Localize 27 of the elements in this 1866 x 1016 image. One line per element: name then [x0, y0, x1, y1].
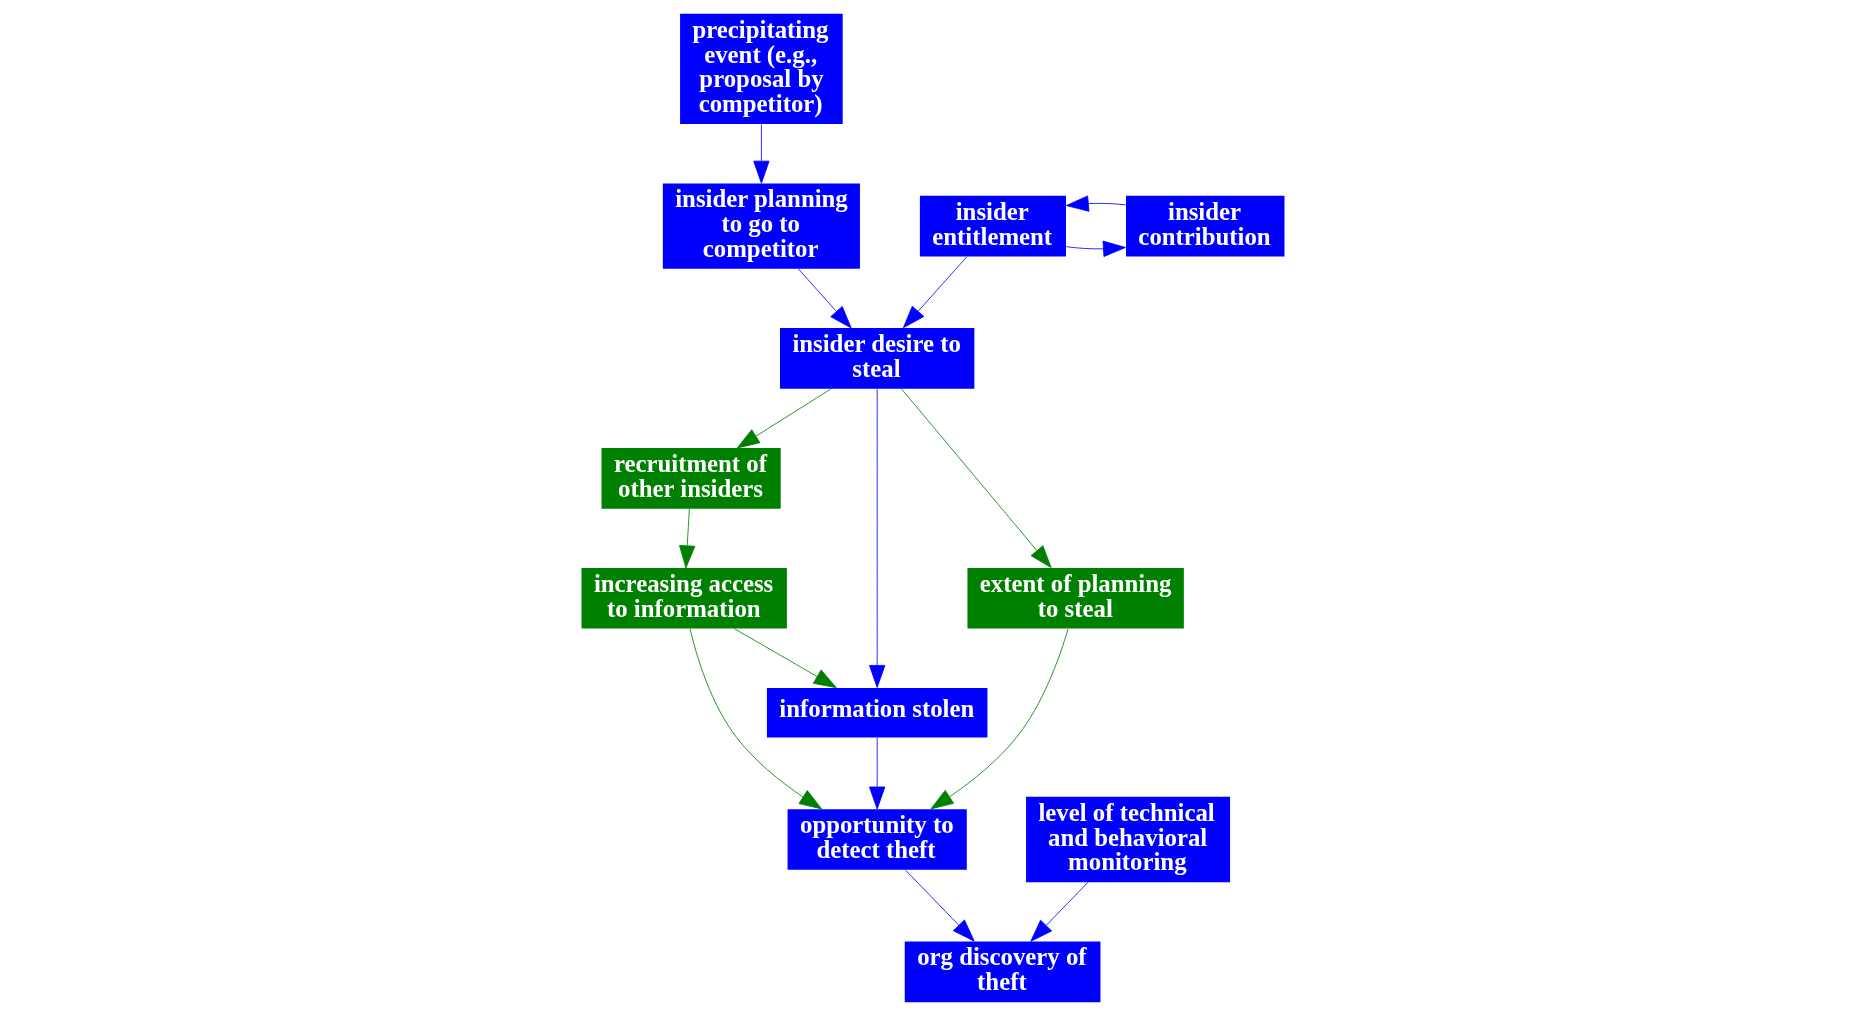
node-box: increasing access to information [581, 567, 787, 629]
node-box: insider planning to go to competitor [662, 183, 860, 269]
arrow [930, 628, 1069, 810]
node-box: insider entitlement [919, 195, 1066, 257]
arrow [869, 737, 886, 810]
arrow [869, 388, 886, 688]
arrow [1065, 240, 1126, 257]
node-box: opportunity to detect theft [787, 809, 967, 870]
arrow [1030, 881, 1089, 942]
arrow [736, 388, 832, 449]
node-box: extent of planning to steal [967, 567, 1184, 629]
arrow [679, 508, 696, 569]
arrow [902, 256, 968, 329]
node-box: precipitating event (e.g., proposal by competitor) [680, 13, 843, 125]
arrow [905, 869, 975, 942]
arrow [797, 268, 852, 329]
arrow [1065, 195, 1126, 212]
node-box: level of technical and behavioral monitoring [1026, 796, 1231, 883]
node-box: insider desire to steal [780, 328, 975, 389]
node-box: insider contribution [1125, 195, 1285, 257]
node-box: recruitment of other insiders [601, 448, 781, 509]
arrow [753, 123, 770, 184]
arrow [901, 388, 1052, 568]
node-box: information stolen [766, 687, 988, 738]
arrow [734, 628, 837, 689]
node-box: org discovery of theft [904, 941, 1101, 1003]
arrow [689, 628, 823, 810]
